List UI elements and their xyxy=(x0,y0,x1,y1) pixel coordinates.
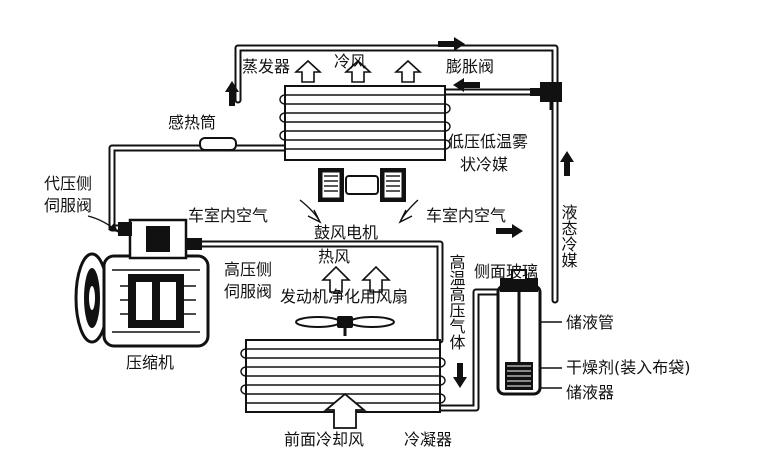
expansion-valve xyxy=(530,82,562,110)
label-cabin-air-left: 车室内空气 xyxy=(188,206,268,225)
cabin-air-arrow-icon xyxy=(299,199,322,224)
label-condenser: 冷凝器 xyxy=(404,430,452,449)
flow-arrow-icon xyxy=(496,224,523,238)
label-mist-refrigerant: 状冷媒 xyxy=(460,155,508,174)
label-high-temp-pressure-gas: 高温高压气体 xyxy=(447,254,466,350)
air-arrow-icon xyxy=(293,59,323,83)
flow-arrow-icon xyxy=(225,81,239,106)
flow-arrow-icon xyxy=(560,151,574,176)
label-liquid-refrigerant: 液态冷媒 xyxy=(559,204,578,268)
flow-arrow-icon xyxy=(438,37,465,51)
cold-air-arrows xyxy=(293,59,423,83)
label-hot-air: 热风 xyxy=(318,247,350,266)
label-cabin-air-right: 车室内空气 xyxy=(426,206,506,225)
label-side-sight-glass: 侧面玻璃 xyxy=(474,262,538,281)
front-cooling-air-arrow-icon xyxy=(323,392,367,429)
label-discharge-service-valve-line1: 高压侧 xyxy=(224,260,272,279)
label-receiver-drier: 储液器 xyxy=(566,383,614,402)
compressor-body xyxy=(74,218,210,348)
label-desiccant: 干燥剂(装入布袋) xyxy=(566,358,691,377)
label-sensing-bulb: 感热筒 xyxy=(168,113,216,132)
flow-arrow-icon xyxy=(453,363,467,388)
air-arrow-icon xyxy=(343,59,373,83)
label-discharge-service-valve-line2: 伺服阀 xyxy=(224,282,272,301)
receiver-drier xyxy=(496,269,562,396)
sensing-bulb-icon xyxy=(199,137,237,151)
label-suction-service-valve-line2: 伺服阀 xyxy=(44,196,92,215)
label-receiver-tube: 储液管 xyxy=(566,313,614,332)
label-evaporator: 蒸发器 xyxy=(242,57,290,76)
engine-cooling-fan-icon xyxy=(295,316,395,336)
label-low-pressure-mist: 低压低温雾 xyxy=(448,132,528,151)
air-arrow-icon xyxy=(361,265,391,293)
cabin-air-arrow-icon xyxy=(398,199,419,224)
evaporator-coil xyxy=(279,85,451,161)
label-front-cooling-air: 前面冷却风 xyxy=(284,430,364,449)
label-expansion-valve: 膨胀阀 xyxy=(446,57,494,76)
air-arrow-icon xyxy=(393,59,423,83)
label-cold-air: 冷风 xyxy=(334,52,366,71)
label-suction-service-valve-line1: 代压侧 xyxy=(44,174,92,193)
hot-air-arrows xyxy=(321,265,391,293)
blower-motor-unit xyxy=(318,168,406,202)
label-blower-motor: 鼓风电机 xyxy=(314,223,378,242)
refrigerant-pipes xyxy=(108,44,559,412)
flow-arrow-icon xyxy=(453,78,480,92)
air-arrow-icon xyxy=(321,265,351,293)
label-engine-cooling-fan: 发动机净化用风扇 xyxy=(280,287,408,306)
label-compressor: 压缩机 xyxy=(126,353,174,372)
